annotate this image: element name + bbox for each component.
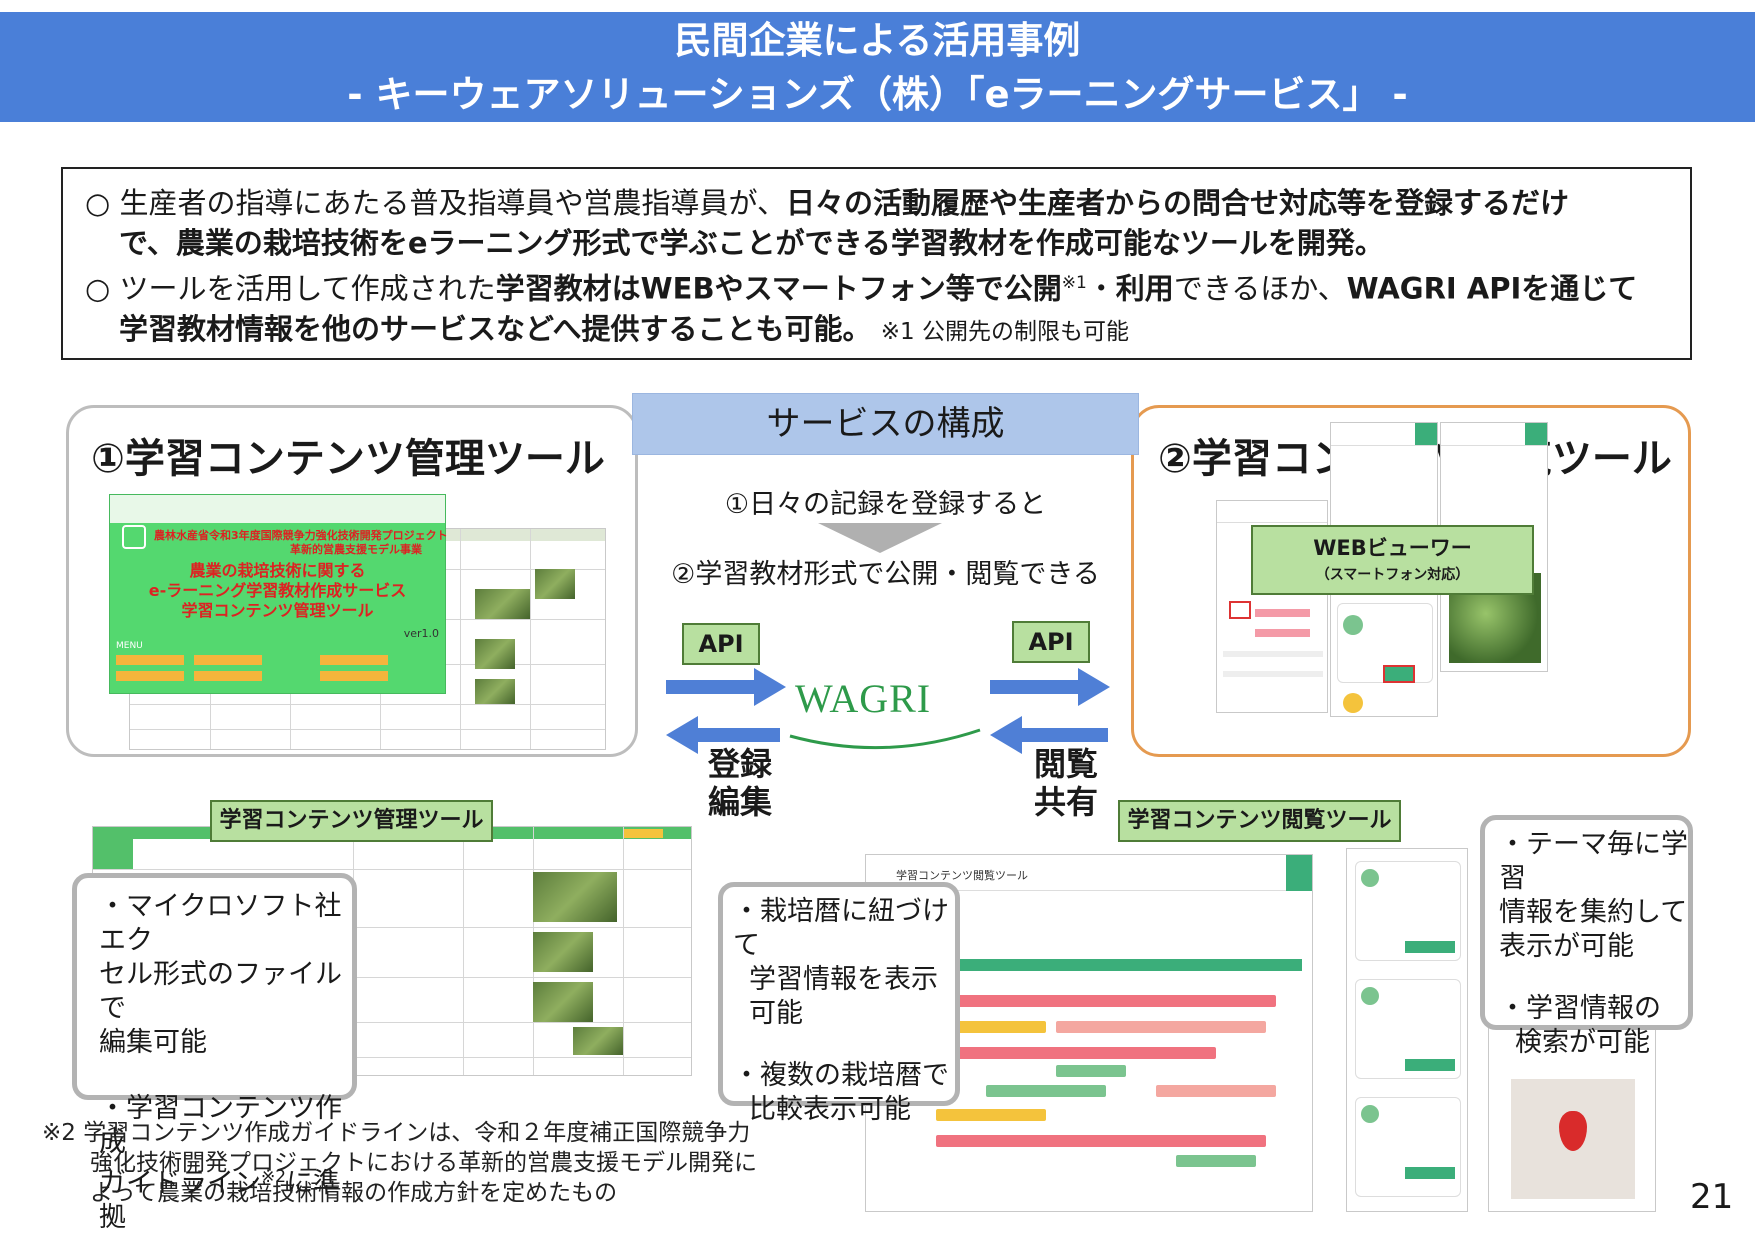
mock-main-line-1: 農業の栽培技術に関する <box>189 561 366 580</box>
summary-line-1: ○ 生産者の指導にあたる普及指導員や営農指導員が、日々の活動履歴や生産者からの問… <box>85 183 1670 223</box>
mock-menu-button <box>320 655 388 665</box>
api-label-right: API <box>1012 621 1090 663</box>
mock-banner-line-1: 農林水産省令和3年度国際競争力強化技術開発プロジェクト <box>154 529 448 542</box>
summary-bold-text: で、農業の栽培技術をeラーニング形式で学ぶことができる学習教材を作成可能なツール… <box>119 226 1384 260</box>
callout-text: に準拠 <box>99 1168 341 1233</box>
bullet-circle: ○ <box>85 271 111 306</box>
web-viewer-label: WEBビューワー （スマートフォン対応） <box>1251 525 1534 595</box>
summary-text: ・ <box>1086 271 1116 306</box>
summary-box: ○ 生産者の指導にあたる普及指導員や営農指導員が、日々の活動履歴や生産者からの問… <box>61 167 1692 360</box>
mock-menu-button <box>116 671 184 681</box>
summary-bold-text: WAGRI APIを通じて <box>1346 271 1638 306</box>
arrow-right-icon <box>990 668 1110 706</box>
view-share-label: 閲覧 共有 <box>1026 745 1106 821</box>
callout-text: 編集可能 <box>99 1027 207 1058</box>
callout-text: 学習情報を表示 <box>749 964 938 995</box>
summary-text: ツールを活用して作成された <box>119 271 496 306</box>
footnote-ref: ※1 <box>1061 273 1087 293</box>
calendar-icon <box>122 525 146 549</box>
strawberry-icon <box>1559 1111 1587 1151</box>
mock-menu-button <box>194 671 262 681</box>
callout-text: 比較表示可能 <box>749 1094 911 1125</box>
share-label: 共有 <box>1033 783 1098 821</box>
footnote: ※2 学習コンテンツ作成ガイドラインは、令和２年度補正国際競争力 強化技術開発プ… <box>42 1118 822 1208</box>
management-tool-panel: ①学習コンテンツ管理ツール 農林水産省令和3年度国際競争力強化技術開発プロジェク… <box>66 405 638 757</box>
arrow-left-icon <box>666 716 780 754</box>
callout-text: セル形式のファイルで <box>99 959 342 1024</box>
callout-text: 可能 <box>749 998 803 1029</box>
theme-list-screenshot <box>1346 848 1468 1212</box>
excel-callout: ・マイクロソフト社エク セル形式のファイルで 編集可能 ・学習コンテンツ作成 ガ… <box>72 873 357 1233</box>
summary-text: 生産者の指導にあたる普及指導員や営農指導員が、 <box>119 186 786 220</box>
callout-text: ・テーマ毎に学習 <box>1499 829 1688 894</box>
register-label: 登録 <box>707 745 772 783</box>
summary-bold-text: 利用 <box>1115 271 1174 306</box>
summary-line-3: ○ ツールを活用して作成された学習教材はWEBやスマートフォン等で公開※1・利用… <box>85 263 1670 309</box>
summary-line-2: で、農業の栽培技術をeラーニング形式で学ぶことができる学習教材を作成可能なツール… <box>85 223 1670 263</box>
summary-bold-text: 日々の活動履歴や生産者からの問合せ対応等を登録するだけ <box>785 186 1569 220</box>
flow-step-1: ①日々の記録を登録すると <box>724 489 1047 520</box>
theme-search-callout: ・テーマ毎に学習 情報を集約して 表示が可能 ・学習情報の 検索が可能 <box>1480 815 1693 1058</box>
register-edit-label: 登録 編集 <box>700 745 780 821</box>
flow-step-2: ②学習教材形式で公開・閲覧できる <box>671 559 1100 590</box>
summary-bold-text: 学習教材はWEBやスマートフォン等で公開 <box>495 271 1062 306</box>
callout-text: ・栽培暦に紐づけて <box>733 896 949 961</box>
mock-banner-line-2: 革新的営農支援モデル事業 <box>290 543 422 556</box>
summary-note: ※1 公開先の制限も可能 <box>880 318 1129 345</box>
view-label: 閲覧 <box>1033 745 1098 783</box>
footnote-ref: ※2 <box>261 1167 287 1187</box>
bullet-circle: ○ <box>85 186 111 220</box>
callout-text: ・複数の栽培暦で <box>733 1060 949 1091</box>
api-label-left: API <box>682 623 760 665</box>
data-flow-arrows <box>666 668 1110 754</box>
callout-text: ガイドライン <box>99 1168 261 1199</box>
callout-text: 検索が可能 <box>1515 1027 1650 1058</box>
callout-text: ・学習情報の <box>1499 993 1661 1024</box>
mock-menu-button <box>320 671 388 681</box>
arrow-right-icon <box>666 668 786 706</box>
slide-title: 民間企業による活用事例 <box>674 19 1081 62</box>
calendar-callout: ・栽培暦に紐づけて 学習情報を表示 可能 ・複数の栽培暦で 比較表示可能 <box>718 882 960 1125</box>
footnote-line: 強化技術開発プロジェクトにおける革新的営農支援モデル開発に <box>90 1150 757 1176</box>
wagri-logo: WAGRI <box>795 676 932 721</box>
summary-line-4: 学習教材情報を他のサービスなどへ提供することも可能。 ※1 公開先の制限も可能 <box>85 309 1670 352</box>
mock-menu-button <box>116 655 184 665</box>
callout-text: 表示が可能 <box>1499 931 1634 962</box>
wagri-swoosh-icon <box>789 728 981 750</box>
mock-version: ver1.0 <box>403 627 439 640</box>
summary-text: できるほか、 <box>1173 271 1347 306</box>
slide-header: 民間企業による活用事例 - キーウェアソリューションズ（株）「eラーニングサービ… <box>0 12 1755 122</box>
tool-title-card: 農林水産省令和3年度国際競争力強化技術開発プロジェクト 革新的営農支援モデル事業… <box>109 494 448 694</box>
callout-text: ・マイクロソフト社エク <box>99 891 342 956</box>
mock-menu-label: MENU <box>116 641 143 651</box>
callout-text: 情報を集約して <box>1499 897 1688 928</box>
arrow-left-icon <box>990 716 1108 754</box>
viewer-mock-title: 学習コンテンツ閲覧ツール <box>896 869 1028 882</box>
web-viewer-subtitle: （スマートフォン対応） <box>1315 567 1470 583</box>
viewer-tool-label: 学習コンテンツ閲覧ツール <box>1118 800 1401 842</box>
viewer-tool-panel: ②学習コンテンツ閲覧ツール WEBビューワー （スマートフォン対応） <box>1131 405 1691 757</box>
edit-label: 編集 <box>707 783 772 821</box>
mock-main-line-2: e-ラーニング学習教材作成サービス <box>148 581 407 600</box>
mock-menu-button <box>194 655 262 665</box>
service-structure-box: サービスの構成 <box>632 393 1139 455</box>
footnote-line: ※2 学習コンテンツ作成ガイドラインは、令和２年度補正国際競争力 <box>42 1120 751 1146</box>
management-tool-title: ①学習コンテンツ管理ツール <box>91 436 605 482</box>
mock-main-line-3: 学習コンテンツ管理ツール <box>181 601 374 620</box>
callout-text: ・学習コンテンツ作成 <box>99 1093 342 1158</box>
page-number: 21 <box>1690 1177 1734 1217</box>
footnote-line: よって農業の栽培技術情報の作成方針を定めたもの <box>90 1180 618 1206</box>
web-viewer-title: WEBビューワー <box>1313 536 1472 560</box>
summary-bold-text: 学習教材情報を他のサービスなどへ提供することも可能。 <box>119 311 872 346</box>
slide-subtitle: - キーウェアソリューションズ（株）「eラーニングサービス」 - <box>347 73 1408 116</box>
down-arrow-icon <box>818 523 942 553</box>
management-tool-label: 学習コンテンツ管理ツール <box>210 800 493 842</box>
